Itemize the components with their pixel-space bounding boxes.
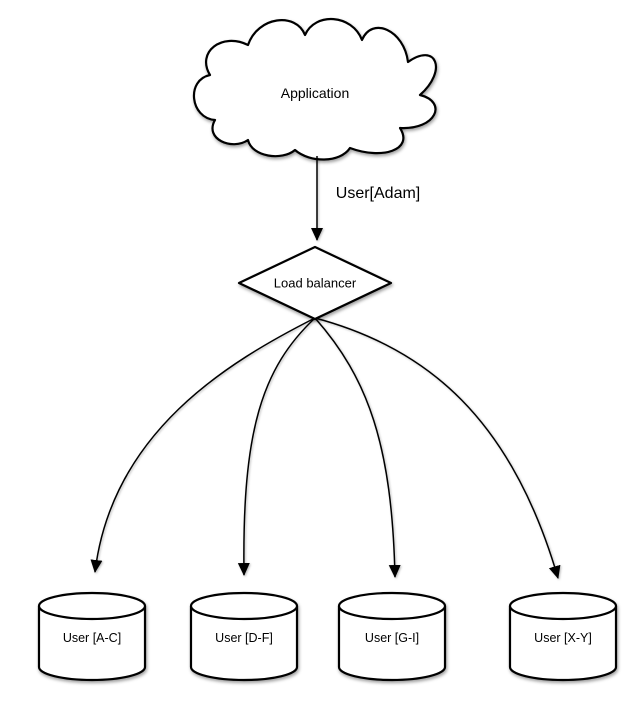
shard-label-x-y: User [X-Y] (534, 631, 592, 645)
database-cylinder-shard-gi (337, 591, 447, 682)
shard-label-g-i: User [G-I] (364, 631, 420, 645)
edge-balancer-to-shard-xy (314, 317, 561, 579)
application-label: Application (280, 85, 350, 101)
load-balancer-label: Load balancer (273, 275, 357, 291)
application-cloud (193, 18, 437, 161)
database-cylinder-shard-xy (508, 591, 618, 682)
database-cylinder-shard-ac (37, 591, 147, 682)
edge-balancer-to-shard-gi (314, 317, 401, 578)
database-cylinder-shard-df (189, 591, 299, 682)
shard-label-d-f: User [D-F] (215, 631, 273, 645)
edge-label-user-adam: User[Adam] (335, 185, 421, 202)
edge-balancer-to-shard-ac (90, 317, 316, 573)
shard-label-a-c: User [A-C] (62, 631, 122, 645)
load-balancer-diamond (237, 245, 393, 321)
edge-balancer-to-shard-df (237, 317, 316, 576)
